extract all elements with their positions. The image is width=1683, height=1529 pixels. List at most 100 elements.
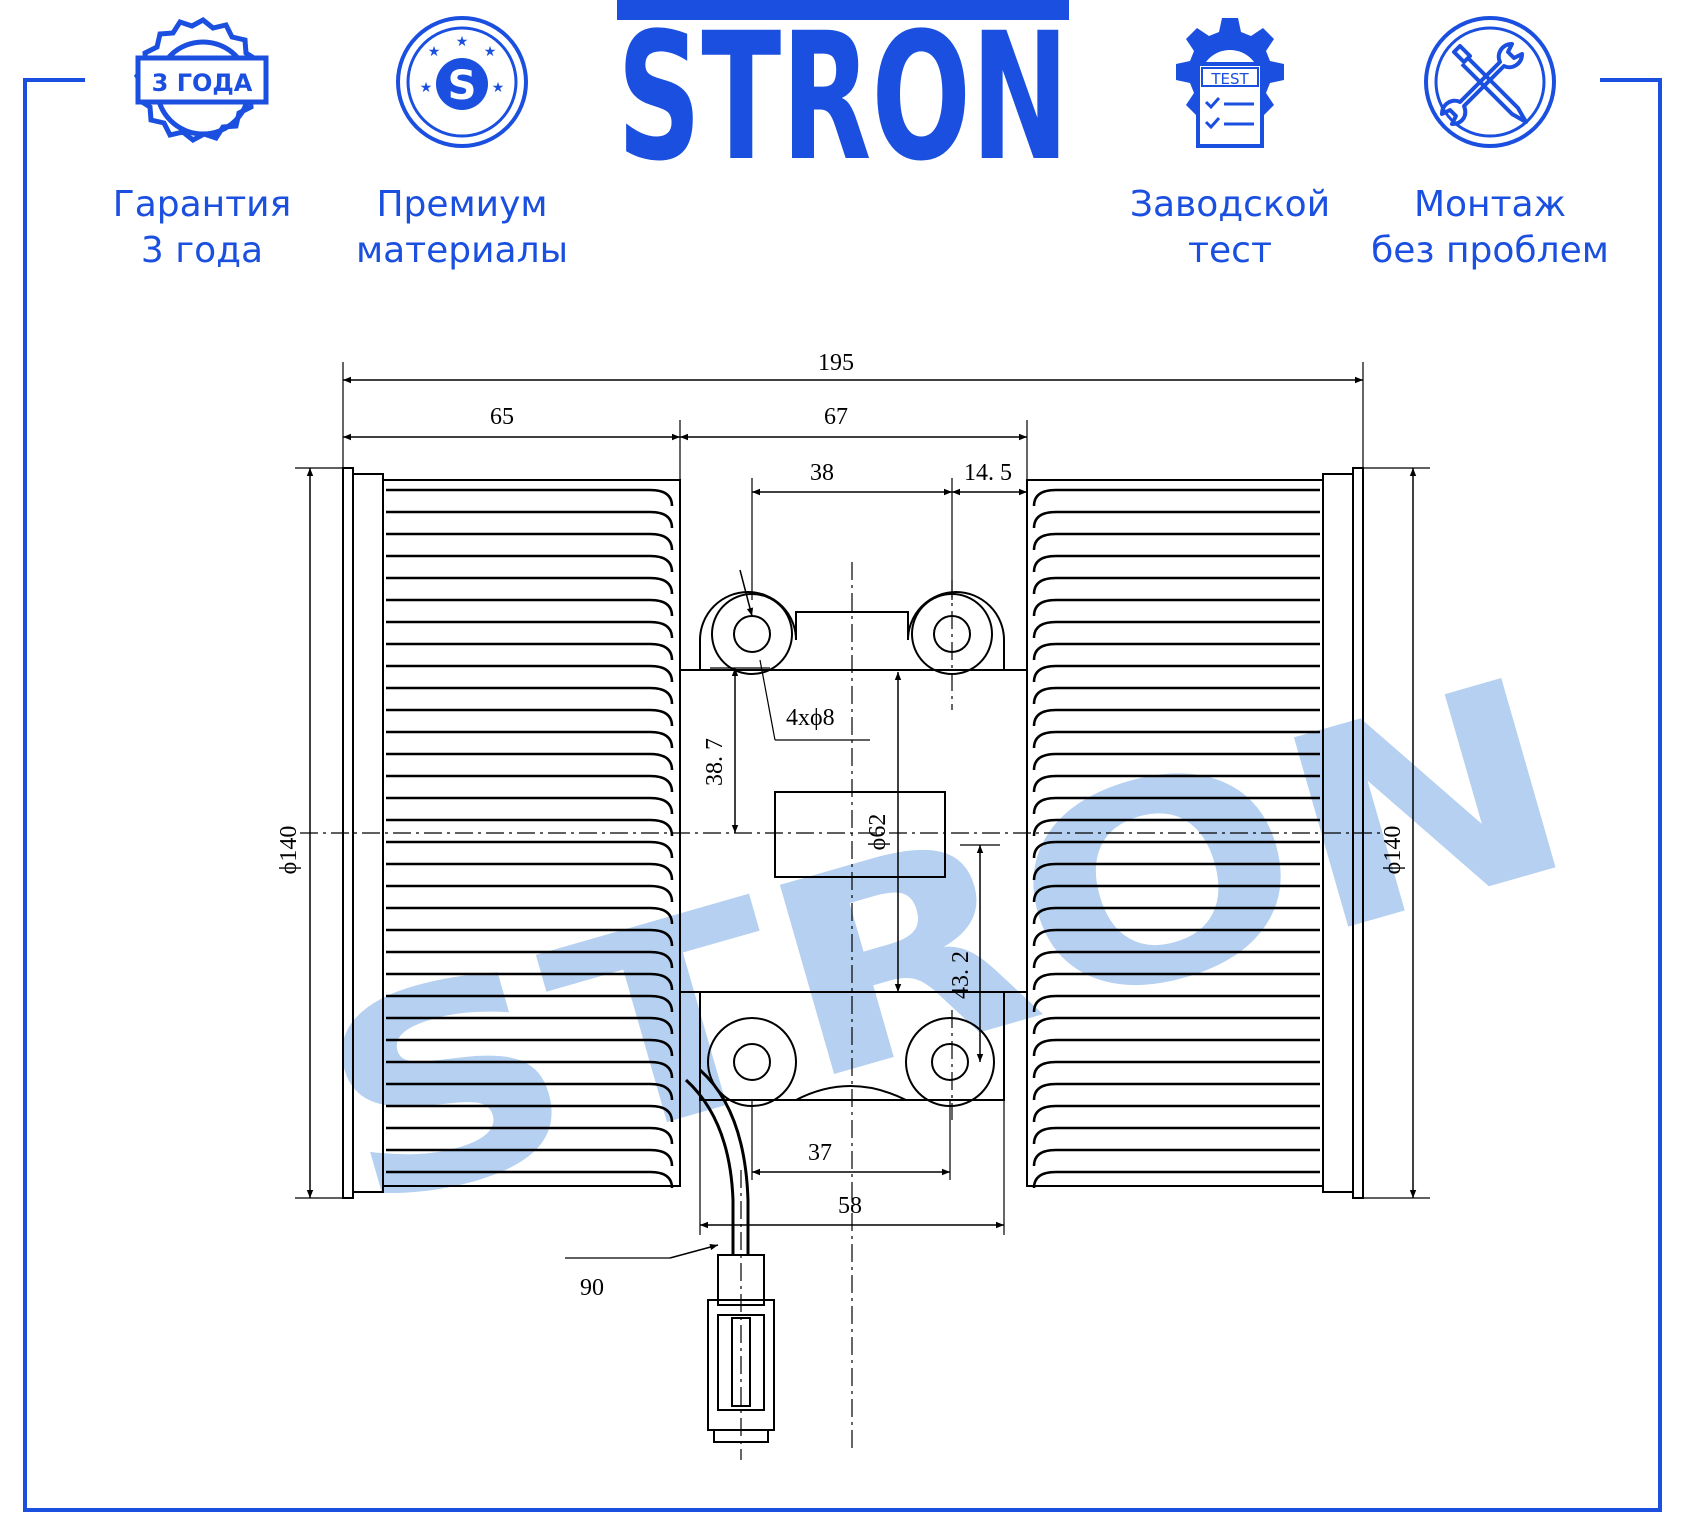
fan-blade [386, 1170, 674, 1189]
svg-text:★: ★ [492, 80, 505, 96]
dim-top-hole-height: 38. 7 [702, 738, 728, 786]
fan-blade [386, 972, 674, 991]
fan-blade [386, 510, 674, 529]
dim-overall-width: 195 [818, 350, 854, 376]
fan-blade [1032, 1104, 1320, 1123]
svg-text:★: ★ [428, 44, 441, 60]
premium-badge-letter: S [448, 63, 477, 109]
fan-blade [1032, 1148, 1320, 1167]
dim-right-diameter: ϕ140 [1380, 826, 1406, 875]
fan-blade [386, 598, 674, 617]
fan-blade [386, 576, 674, 595]
tools-icon [1424, 16, 1556, 148]
fan-blade [1032, 840, 1320, 859]
watermark-text: STRON [291, 618, 1602, 1272]
warranty-badge-icon: 3 ГОДА [133, 17, 269, 143]
brand-logo: STRON [617, 0, 1069, 162]
fan-blade [386, 1126, 674, 1145]
fan-blade [1032, 510, 1320, 529]
fan-blade [1032, 1016, 1320, 1035]
fan-blade [1032, 972, 1320, 991]
fan-blade [386, 642, 674, 661]
fan-blade [1032, 950, 1320, 969]
premium-materials-icon: S ★ ★ ★ ★ ★ [396, 16, 528, 148]
fan-blade [386, 774, 674, 793]
mount-hole [931, 1043, 969, 1081]
fan-blade [1032, 532, 1320, 551]
fan-blade [386, 884, 674, 903]
fan-blade [386, 928, 674, 947]
fan-blade [1032, 1170, 1320, 1189]
warranty-badge-text: 3 ГОДА [152, 69, 253, 97]
dim-motor-body-width: 67 [824, 404, 848, 430]
fan-blade [1032, 862, 1320, 881]
fan-blade [386, 994, 674, 1013]
fan-blade [386, 1082, 674, 1101]
fan-blade [1032, 928, 1320, 947]
fan-blade [1032, 1038, 1320, 1057]
motor-body [679, 669, 1028, 993]
fan-blade [1032, 576, 1320, 595]
fan-blade [386, 840, 674, 859]
mount-hole [733, 615, 771, 653]
fan-blade [1032, 598, 1320, 617]
fan-blade [386, 862, 674, 881]
fan-blade [386, 686, 674, 705]
fan-blade [1032, 1126, 1320, 1145]
dim-bottom-flange-width: 58 [838, 1193, 862, 1219]
fan-blade [1032, 906, 1320, 925]
fan-blade [386, 796, 674, 815]
svg-text:★: ★ [456, 34, 469, 50]
fan-blade [1032, 730, 1320, 749]
fan-blade [1032, 796, 1320, 815]
dim-right-offset: 14. 5 [964, 460, 1012, 486]
dim-bottom-hole-height: 43. 2 [948, 951, 974, 999]
factory-test-icon: TEST [1176, 18, 1284, 148]
fan-blade [386, 1148, 674, 1167]
fan-blade [386, 1104, 674, 1123]
fan-blade [386, 950, 674, 969]
fan-blade [386, 554, 674, 573]
dim-cable-angle: 90 [580, 1275, 604, 1301]
dim-left-diameter: ϕ140 [276, 826, 302, 875]
fan-blade [386, 664, 674, 683]
dim-hole-callout: 4xϕ8 [786, 705, 835, 731]
svg-text:★: ★ [420, 80, 433, 96]
fan-blade [386, 1060, 674, 1079]
fan-blade [1032, 884, 1320, 903]
cable [684, 1078, 735, 1255]
fan-blade [386, 818, 674, 837]
fan-blade [1032, 686, 1320, 705]
test-badge-text: TEST [1210, 70, 1249, 88]
fan-blade [386, 532, 674, 551]
fan-blade [1032, 488, 1320, 507]
fan-blade [1032, 1082, 1320, 1101]
brand-logo-text: STRON [617, 0, 1069, 162]
mount-hole [733, 1043, 771, 1081]
fan-blade [1032, 752, 1320, 771]
fan-blade [386, 1016, 674, 1035]
fan-blade [1032, 620, 1320, 639]
fan-blade [1032, 818, 1320, 837]
fan-blade [386, 730, 674, 749]
dim-mount-hole-spacing-bottom: 37 [808, 1140, 832, 1166]
fan-blade [386, 906, 674, 925]
fan-blade [1032, 664, 1320, 683]
dim-left-wheel-width: 65 [490, 404, 514, 430]
fan-blade [386, 1038, 674, 1057]
fan-blade [1032, 994, 1320, 1013]
fan-blade [1032, 554, 1320, 573]
svg-text:★: ★ [484, 44, 497, 60]
dim-mount-hole-spacing-top: 38 [810, 460, 834, 486]
top-mount-flange [699, 591, 1005, 670]
fan-blade [1032, 642, 1320, 661]
fan-blade [1032, 708, 1320, 727]
fan-blade [386, 708, 674, 727]
fan-blade [386, 752, 674, 771]
fan-blade [1032, 1060, 1320, 1079]
